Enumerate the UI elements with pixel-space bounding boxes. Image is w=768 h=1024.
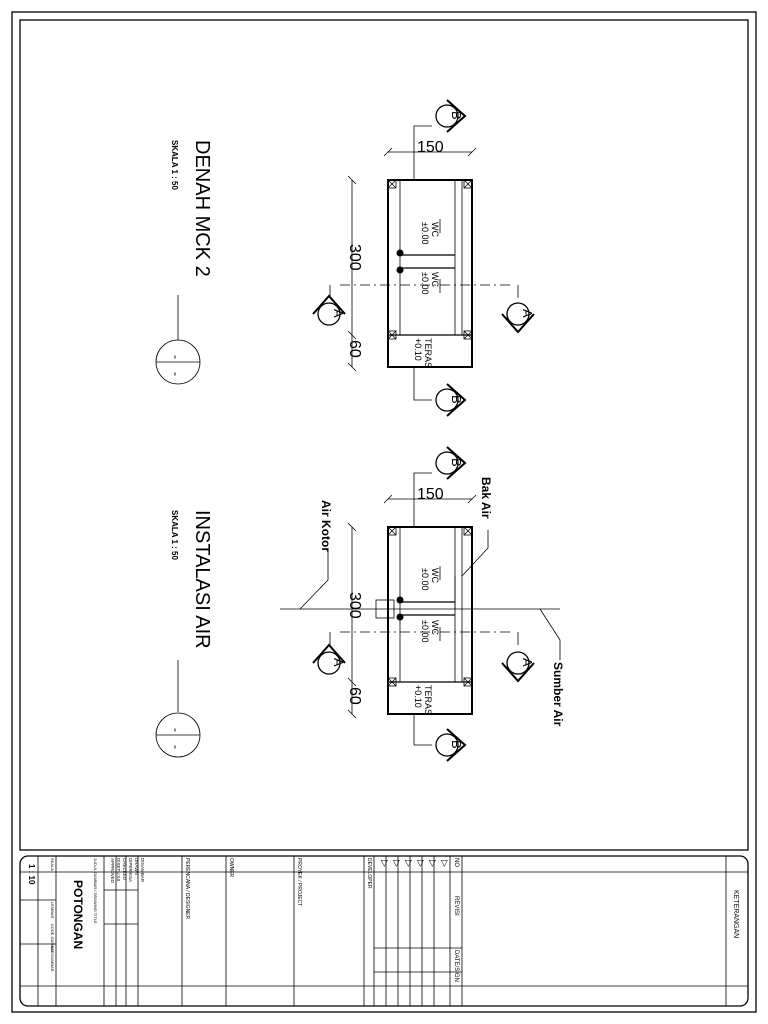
scale-value: 1 : 10 xyxy=(27,864,36,885)
plan-1-room-1-name: WC xyxy=(430,222,440,237)
plan-2-terrace-level: +0.10 xyxy=(413,685,423,708)
rev-mark-5: ▷ xyxy=(392,860,402,867)
rev-mark-2: ▷ xyxy=(428,860,438,867)
rev-header-no: NO xyxy=(453,858,459,867)
rev-mark-1: ▷ xyxy=(440,860,450,867)
drawing-title-label: JUDUL GAMBAR / DRAWING TITLE xyxy=(93,858,98,924)
plan-1-section-a-left-label: A xyxy=(331,309,346,318)
outer-border xyxy=(11,11,757,1013)
plan-2-dim-terrace: 60 xyxy=(346,687,363,705)
plan-2-terrace-name: TERAS xyxy=(423,685,433,715)
code-label: KODE GAMBAR xyxy=(50,924,55,954)
plan-1-section-b-top xyxy=(435,104,459,128)
plan-denah-mck: DENAH MCK 2 SKALA 1 : 50 - - WC ±0.00 WC… xyxy=(155,99,535,417)
title-block: KETERANGAN NO REVISI DATE/SIGN ▷ ▷ ▷ ▷ ▷… xyxy=(19,855,749,1007)
plan-1-room-2-level: ±0.00 xyxy=(420,272,430,294)
role-3: DIPERIKSA xyxy=(128,858,133,882)
plan-2-room-2-level: ±0.00 xyxy=(420,620,430,642)
plan-2-section-b-bottom-label: B xyxy=(449,740,464,749)
developer-label: DEVELOPER xyxy=(366,858,372,889)
owner-label: OWNER xyxy=(228,858,234,878)
plan-1-dim-length: 300 xyxy=(346,244,363,271)
plan-1-section-b-bottom-label: B xyxy=(449,395,464,404)
sheet-label: LEMBAR xyxy=(50,902,55,919)
plan-1-terrace-name: TERAS xyxy=(423,338,433,368)
plan-2-dim-width: 150 xyxy=(417,486,444,503)
plan-2-room-1-level: ±0.00 xyxy=(420,568,430,590)
plan-2-section-b-bottom xyxy=(435,733,459,757)
plan-1-room-1-level: ±0.00 xyxy=(420,222,430,244)
plan-2-section-b-top-label: B xyxy=(449,458,464,467)
plan-2-section-a-right xyxy=(506,651,530,675)
role-5: DISETUJUI xyxy=(116,858,121,881)
rev-mark-4: ▷ xyxy=(404,860,414,867)
plan-1-scale: SKALA 1 : 50 xyxy=(170,140,179,190)
plan-1-section-b-bottom xyxy=(435,388,459,412)
plan-2-marker-bottom: - xyxy=(169,745,183,749)
plan-1-section-a-right xyxy=(506,302,530,326)
rev-header-revisi: REVISI xyxy=(453,896,459,916)
plan-1-terrace-level: +0.10 xyxy=(413,338,423,361)
plan-1-dim-width: 150 xyxy=(417,139,444,156)
label-water-tank: Bak Air xyxy=(479,477,493,519)
plan-1-title: DENAH MCK 2 xyxy=(191,140,213,277)
keterangan-label: KETERANGAN xyxy=(732,890,739,938)
role-1: DIGAMBAR xyxy=(140,858,145,883)
rev-mark-6: ▷ xyxy=(380,860,390,867)
plan-1-section-b-top-label: B xyxy=(449,111,464,120)
plan-2-marker-top: - xyxy=(169,728,183,732)
drawing-title: POTONGAN xyxy=(71,880,85,949)
role-6: APPROVED xyxy=(110,858,115,884)
plan-2-room-2-name: WC xyxy=(430,620,440,635)
label-water-source: Sumber Air xyxy=(551,662,565,727)
plan-2-section-a-right-label: A xyxy=(520,658,535,667)
rev-mark-3: ▷ xyxy=(416,860,426,867)
plan-1-marker-bottom: - xyxy=(169,372,183,376)
plan-instalasi-air: INSTALASI AIR SKALA 1 : 50 - - WC ±0.00 … xyxy=(155,446,565,762)
project-label: PROYEK / PROJECT xyxy=(296,858,302,906)
plan-2-scale: SKALA 1 : 50 xyxy=(170,510,179,560)
plan-2-section-a-left-label: A xyxy=(331,658,346,667)
plan-2-outline xyxy=(387,526,473,715)
scale-label: SKALA xyxy=(50,858,55,871)
role-4: CHECKED xyxy=(122,858,127,881)
plan-1-dim-terrace: 60 xyxy=(346,340,363,358)
inner-border xyxy=(19,19,749,851)
plan-2-room-1-name: WC xyxy=(430,568,440,583)
plan-1-section-a-left xyxy=(317,302,341,326)
number-label: NO. GAMBAR xyxy=(50,946,55,972)
designer-label: PERENCANA / DESIGNER xyxy=(184,858,190,920)
plan-2-section-b-top xyxy=(435,451,459,475)
plan-2-dim-length: 300 xyxy=(346,592,363,619)
plan-1-marker-top: - xyxy=(169,355,183,359)
plan-1-room-2-name: WC xyxy=(430,272,440,287)
plan-1-outline xyxy=(387,179,473,368)
rev-header-date: DATE/SIGN xyxy=(453,950,459,982)
label-dirty-water: Air Kotor xyxy=(319,500,333,552)
plan-2-section-a-left xyxy=(317,651,341,675)
role-2: DRAWN xyxy=(134,858,139,875)
plan-2-title: INSTALASI AIR xyxy=(191,510,213,649)
plan-1-section-a-right-label: A xyxy=(520,309,535,318)
